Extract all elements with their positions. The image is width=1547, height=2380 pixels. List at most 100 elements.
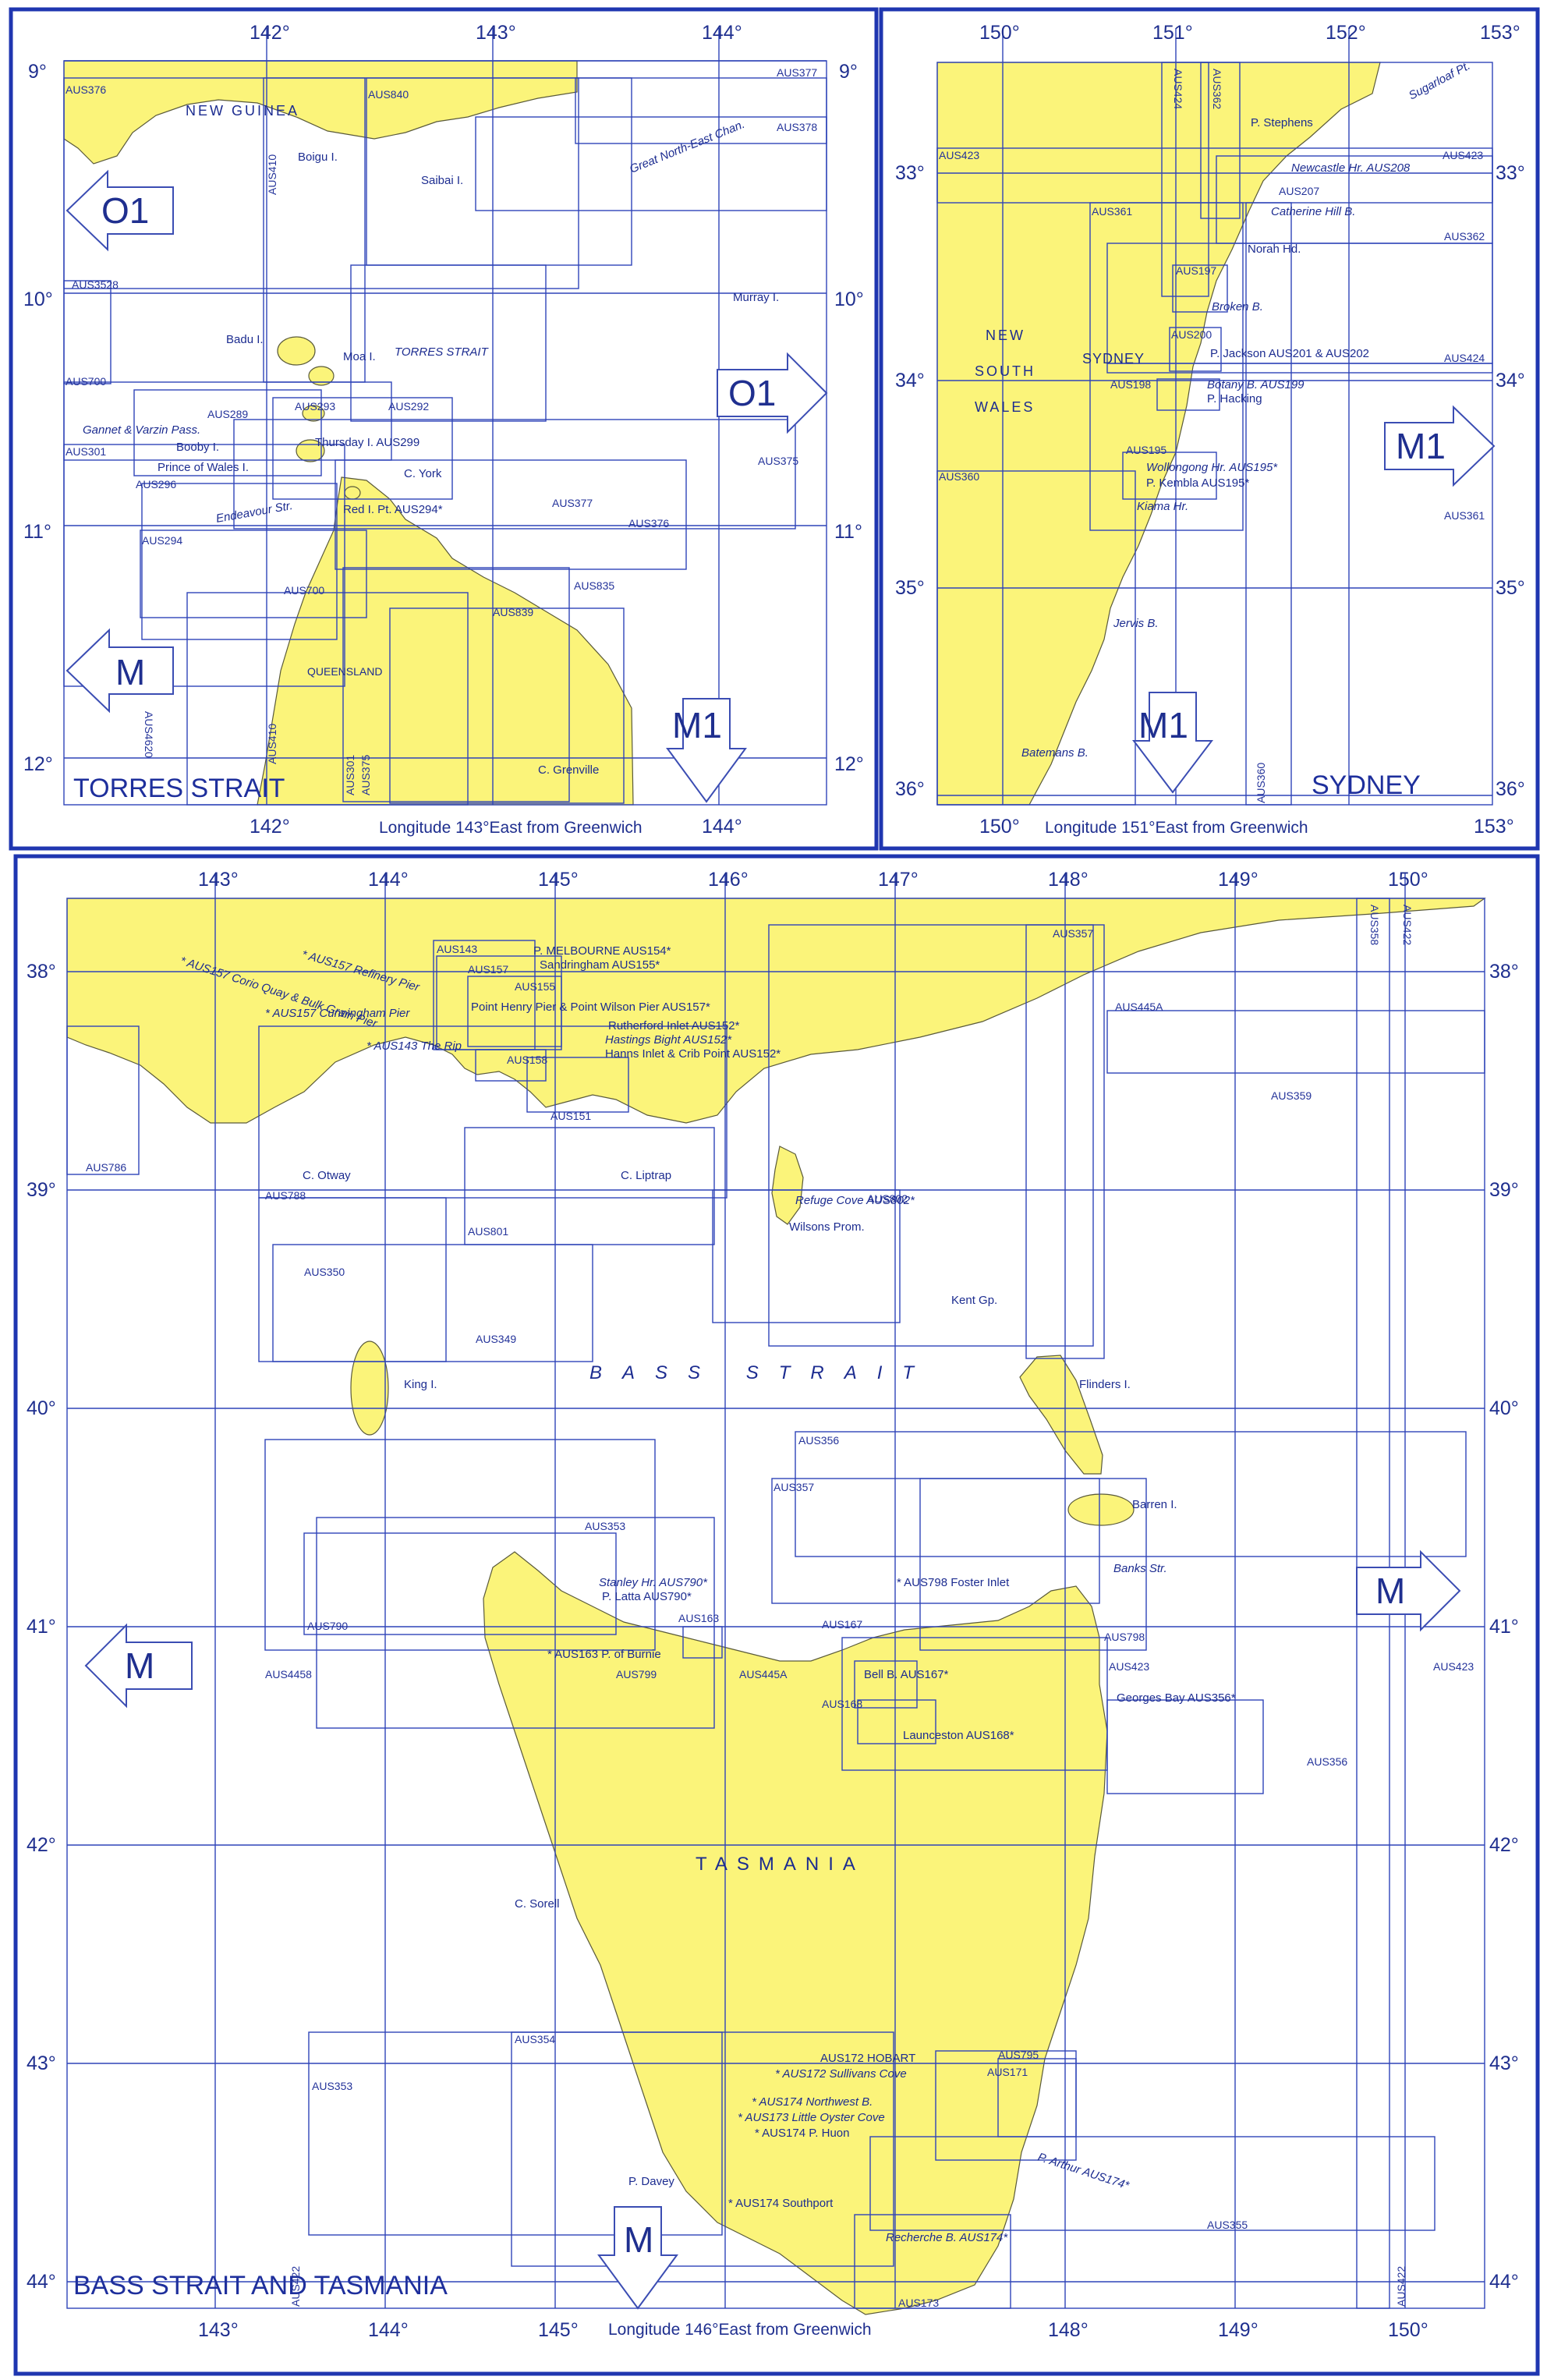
wilsons-promontory <box>771 1146 804 1225</box>
tasmania-land <box>483 1551 1108 2315</box>
panel-bass-strait-tasmania: AUS143 AUS157 AUS155 AUS158 AUS151 AUS35… <box>13 854 1540 2376</box>
lon-tick: 150° <box>979 816 1020 838</box>
lat-tick: 43° <box>1489 2052 1519 2074</box>
lat-tick: 41° <box>27 1616 56 1638</box>
chart-label: AUS355 <box>1207 2219 1248 2231</box>
chart-label: AUS375 <box>758 455 798 467</box>
panel-sydney: AUS423 AUS424 AUS362 AUS423 AUS207 AUS36… <box>879 7 1540 851</box>
region-label: WALES <box>975 399 1035 415</box>
chart-label: AUS356 <box>1307 1755 1347 1768</box>
lat-tick: 9° <box>839 61 858 83</box>
torres-ticks: 142° 143° 144° 142° 144° 9° 10° 11° 12° … <box>23 22 864 838</box>
sydney-chart-labels: AUS423 AUS424 AUS362 AUS423 AUS207 AUS36… <box>939 69 1485 803</box>
chart-label: AUS410 <box>266 724 278 764</box>
chart-label: AUS422 <box>1395 2266 1407 2307</box>
lat-tick: 42° <box>1489 1834 1519 1856</box>
arrow-right-m1-label: M1 <box>1396 426 1446 466</box>
arrow-left-o1 <box>65 169 174 252</box>
lon-tick: 144° <box>702 816 742 838</box>
lat-tick: 12° <box>834 753 864 775</box>
chart-label: AUS445A <box>1115 1001 1163 1013</box>
chart-label: AUS790 <box>307 1620 348 1632</box>
chart-label: AUS801 <box>468 1225 508 1238</box>
place-label: P. Davey <box>628 2175 674 2188</box>
place-label: Flinders I. <box>1079 1378 1131 1391</box>
place-label: * AUS173 Little Oyster Cove <box>738 2111 885 2124</box>
lat-tick: 11° <box>23 521 51 543</box>
nsw-land <box>936 62 1381 806</box>
chart-label: AUS155 <box>515 980 555 993</box>
region-label: QUEENSLAND <box>307 665 382 678</box>
lat-tick: 9° <box>28 61 47 83</box>
arrow-down-m1 <box>666 698 747 803</box>
chart-label: AUS423 <box>1109 1660 1149 1673</box>
lon-tick: 147° <box>878 869 919 891</box>
place-label: C. Liptrap <box>621 1169 671 1182</box>
chart-label: AUS802 <box>867 1192 908 1205</box>
arrow-down-m <box>597 2206 678 2310</box>
chart-label: AUS4620 <box>143 711 155 758</box>
region-label: BASS STRAIT <box>589 1362 934 1383</box>
place-label: Badu I. <box>226 333 264 346</box>
place-label: Batemans B. <box>1021 746 1089 760</box>
prince-of-wales-island <box>296 439 325 462</box>
panel-title: SYDNEY <box>1312 770 1421 800</box>
chart-label: AUS359 <box>1271 1089 1312 1102</box>
place-label: Moa I. <box>343 350 376 363</box>
lat-tick: 38° <box>1489 961 1519 983</box>
place-label: Point Henry Pier & Point Wilson Pier AUS… <box>471 1001 710 1014</box>
chart-label: AUS171 <box>987 2066 1028 2078</box>
chart-label: AUS357 <box>774 1481 814 1493</box>
arrow-right-o1 <box>717 352 828 434</box>
lat-tick: 34° <box>895 370 925 391</box>
region-label: NEW GUINEA <box>186 103 299 119</box>
chart-label: AUS289 <box>207 408 248 420</box>
lat-tick: 33° <box>895 162 925 184</box>
badu-island <box>277 336 316 366</box>
place-label: * AUS143 The Rip <box>366 1039 462 1053</box>
chart-label: AUS410 <box>266 154 278 195</box>
lat-tick: 35° <box>1496 577 1525 599</box>
lat-tick: 38° <box>27 961 56 983</box>
chart-label: AUS4458 <box>265 1668 312 1681</box>
lat-tick: 42° <box>27 1834 56 1856</box>
chart-label: AUS360 <box>1255 763 1267 803</box>
lat-tick: 11° <box>834 521 862 543</box>
place-label: Botany B. AUS199 <box>1207 378 1305 391</box>
chart-label: AUS301 <box>344 755 356 795</box>
lat-tick: 12° <box>23 753 53 775</box>
lat-tick: 44° <box>1489 2271 1519 2293</box>
place-label: Recherche B. AUS174* <box>886 2231 1008 2244</box>
chart-label: AUS198 <box>1110 378 1151 391</box>
chart-label: AUS445A <box>739 1668 788 1681</box>
chart-label: AUS798 <box>1104 1631 1145 1643</box>
region-label: TORRES STRAIT <box>395 345 490 359</box>
chart-label: AUS376 <box>628 517 669 529</box>
chart-label: AUS294 <box>142 534 182 547</box>
lon-tick: 149° <box>1218 2319 1258 2341</box>
region-label: SYDNEY <box>1082 351 1145 367</box>
chart-label: AUS377 <box>552 497 593 509</box>
lat-tick: 10° <box>834 289 864 310</box>
chart-label: AUS376 <box>65 83 106 96</box>
place-label: King I. <box>404 1378 437 1391</box>
chart-label: AUS362 <box>1444 230 1485 243</box>
region-label: NEW <box>986 328 1025 343</box>
lat-tick: 39° <box>1489 1179 1519 1201</box>
chart-label: AUS360 <box>939 470 979 483</box>
lon-tick: 151° <box>1152 22 1193 44</box>
sydney-ticks: 150° 151° 152° 153° 150° 153° 33° 34° 35… <box>895 22 1525 838</box>
place-label: Launceston AUS168* <box>903 1729 1014 1742</box>
place-label: Boigu I. <box>298 151 338 164</box>
lon-tick: 146° <box>708 869 749 891</box>
arrow-right-m <box>1356 1549 1461 1632</box>
sydney-chart-boxes <box>936 62 1493 806</box>
lat-tick: 36° <box>895 778 925 800</box>
chart-label: AUS840 <box>368 88 409 101</box>
lon-tick: 150° <box>1388 2319 1428 2341</box>
chart-label: AUS788 <box>265 1189 306 1202</box>
panel-title: BASS STRAIT AND TASMANIA <box>73 2271 448 2300</box>
arrow-down-m-label: M <box>624 2219 653 2260</box>
chart-label: AUS799 <box>616 1668 657 1681</box>
place-label: * AUS174 Southport <box>728 2197 834 2210</box>
